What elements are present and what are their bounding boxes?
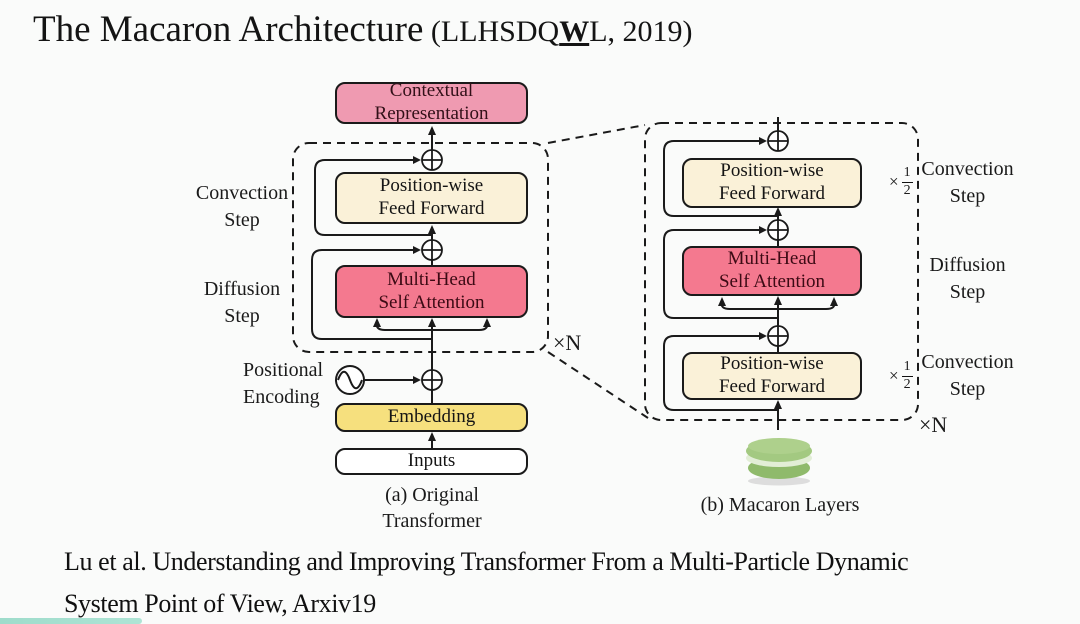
right-self-attention-box: Multi-Head Self Attention [682,246,862,296]
inputs-box: Inputs [335,448,528,475]
arrowheads [373,126,838,441]
add-icon [767,130,789,152]
add-icon [767,325,789,347]
right-feed-forward-top-box: Position-wise Feed Forward [682,158,862,208]
fraction-bar [901,375,913,377]
title-citation-key: (LLHSDQWL, 2019) [423,15,693,48]
left-attn-residual [311,249,432,340]
times-symbol: × [889,172,899,191]
times-symbol: × [889,366,899,385]
title-main: The Macaron Architecture [33,9,424,50]
video-progress-bar[interactable] [0,618,142,624]
left-caption: (a) Original Transformer [382,484,482,532]
embedding-box: Embedding [335,403,528,432]
add-icon [767,219,789,241]
left-ff-residual [314,159,432,236]
right-dashed-box [644,122,919,421]
left-self-attention-box: Multi-Head Self Attention [335,265,528,318]
positional-encoding-label: Positional Encoding [243,359,324,408]
add-icon [421,369,443,391]
left-dashed-box [292,142,549,353]
zoom-connector-top [547,124,646,144]
title-underlined-letter: W [559,15,590,48]
right-convection-step-bottom-label: Convection Step [921,351,1014,400]
right-attn-residual [663,229,778,319]
right-feed-forward-bottom-box: Position-wise Feed Forward [682,352,862,400]
zoom-connector-bottom [547,351,649,419]
citation-text: Lu et al. Understanding and Improving Tr… [64,547,909,618]
left-convection-step-label: Convection Step [195,182,289,231]
add-icon [421,239,443,261]
right-caption: (b) Macaron Layers [700,494,860,516]
contextual-representation-box: Contextual Representation [335,80,528,124]
right-repeat-n-label: ×N [919,412,948,437]
right-ff-top-residual [663,140,778,217]
fraction-bar [901,181,913,183]
right-ff-bottom-residual [663,335,778,411]
right-diffusion-step-label: Diffusion Step [929,254,1006,303]
left-repeat-n-label: ×N [553,330,582,355]
left-diffusion-step-label: Diffusion Step [203,278,281,327]
left-feed-forward-box: Position-wise Feed Forward [335,172,528,224]
right-convection-step-top-label: Convection Step [921,158,1014,207]
sine-wave-icon [335,365,365,395]
add-icon [421,149,443,171]
slide-title: The Macaron Architecture (LLHSDQWL, 2019… [33,8,693,51]
macaron-image [746,438,812,486]
